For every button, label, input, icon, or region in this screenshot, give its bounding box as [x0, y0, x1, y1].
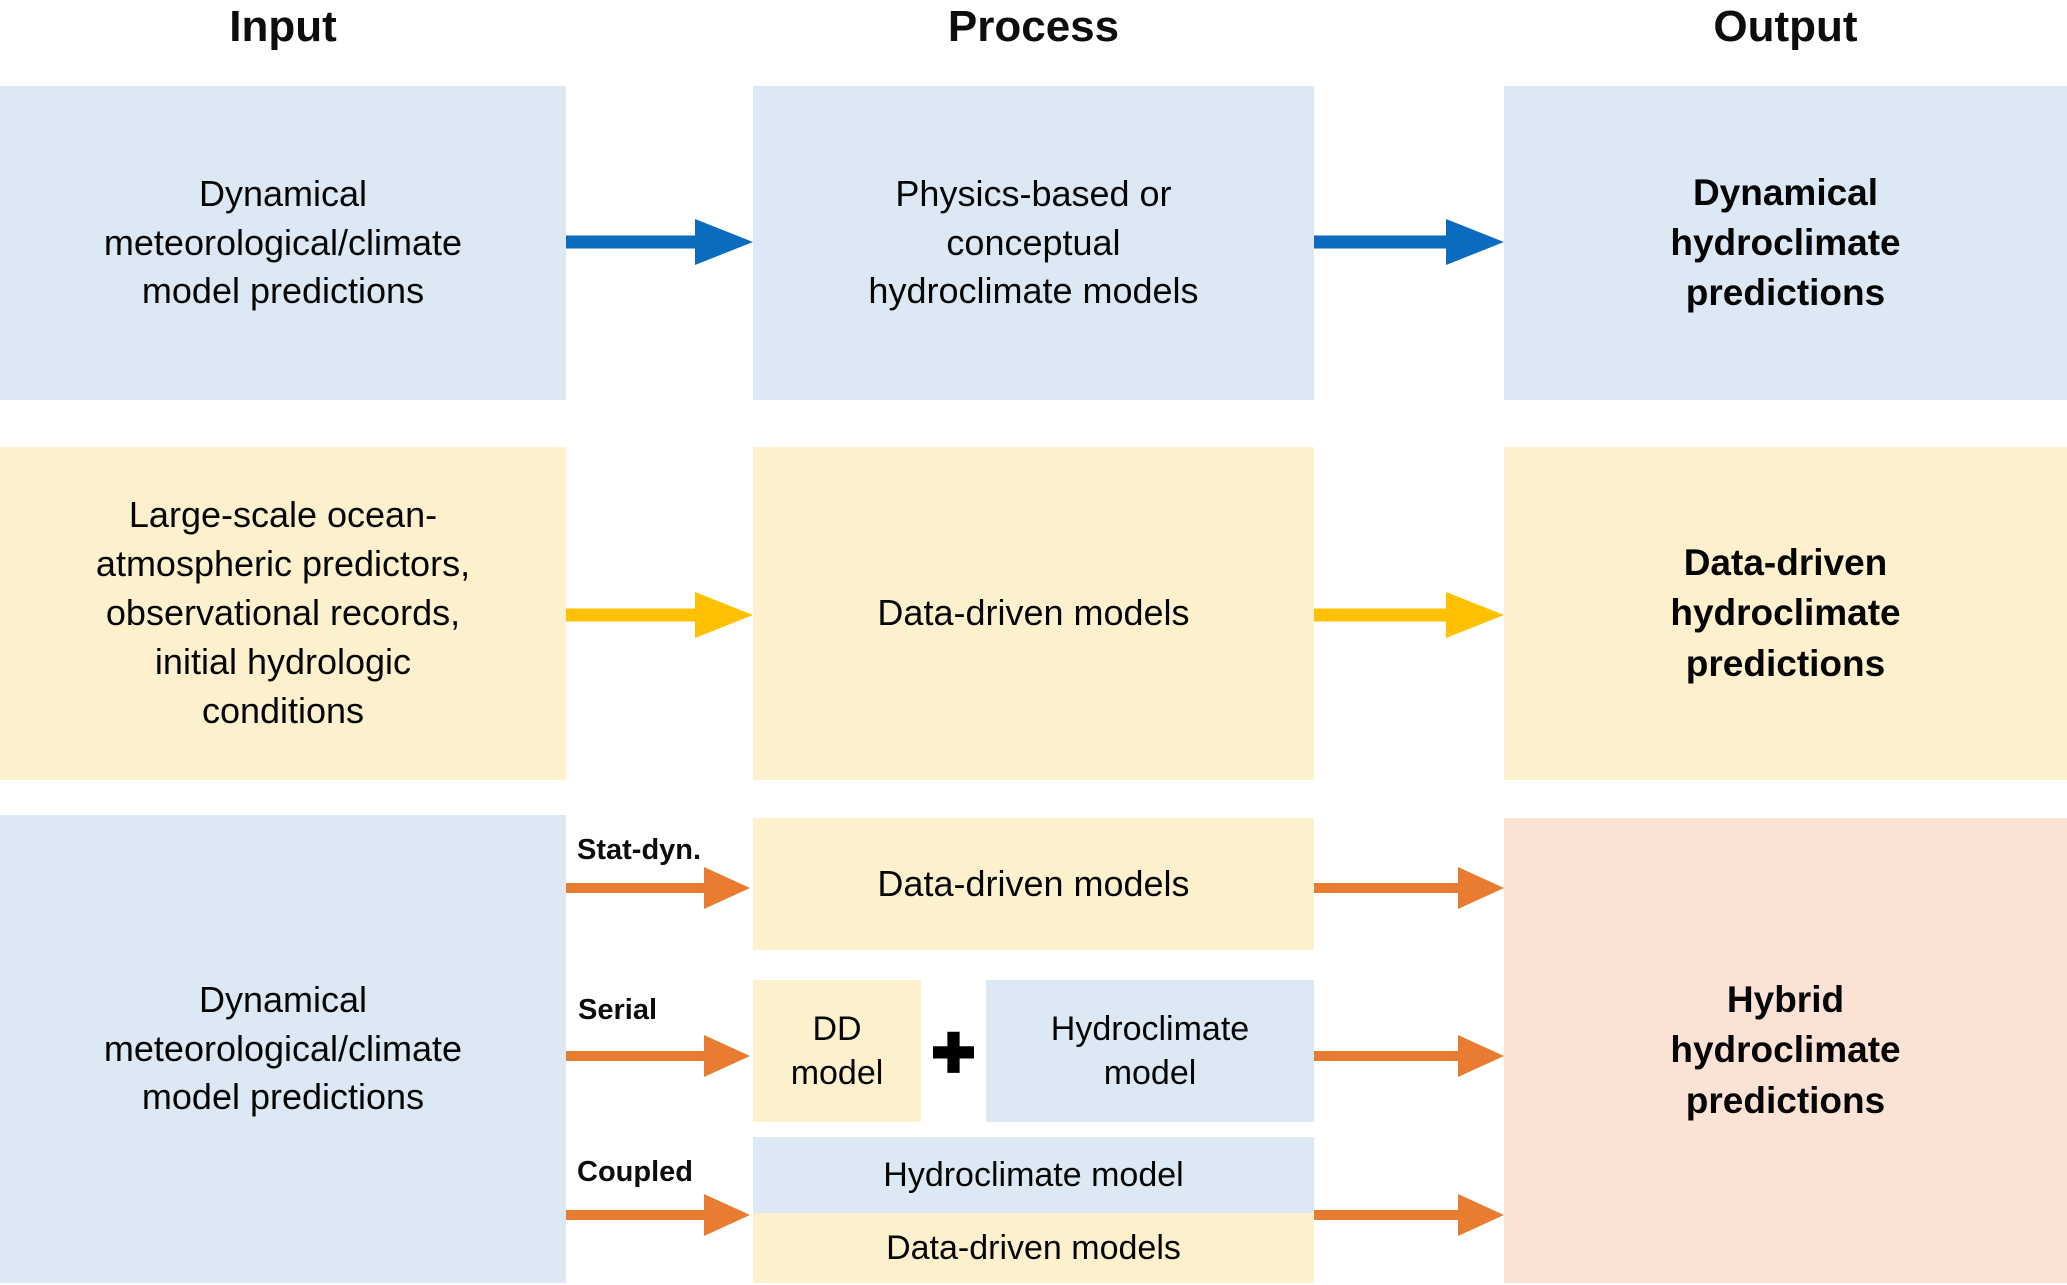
column-header-process: Process: [947, 2, 1120, 51]
data-driven-output-box: Data-driven hydroclimate predictions: [1504, 447, 2067, 780]
column-header-output: Output: [1713, 2, 1858, 51]
arrow-shaft: [1314, 235, 1450, 249]
data-driven-process-text: Data-driven models: [877, 592, 1190, 634]
data-driven-process-box: Data-driven models: [753, 447, 1314, 780]
hybrid-input-box: Dynamical meteorological/climate model p…: [0, 815, 566, 1283]
arrow-serial-input-to-process: [566, 1035, 750, 1077]
coupled-hydroclimate-model-text: Hydroclimate model: [883, 1155, 1184, 1194]
dynamical-process-text: Physics-based or conceptual hydroclimate…: [868, 172, 1199, 312]
arrow-shaft: [566, 1210, 708, 1220]
arrow-shaft: [1314, 1210, 1462, 1220]
arrow-head: [1446, 219, 1504, 265]
stat-dyn-process-text: Data-driven models: [877, 862, 1190, 904]
data-driven-output-text: Data-driven hydroclimate predictions: [1670, 542, 1901, 684]
arrow-shaft: [566, 883, 708, 893]
arrow-head: [704, 867, 750, 909]
arrow-head: [1446, 592, 1504, 638]
hybrid-input-text: Dynamical meteorological/climate model p…: [103, 978, 463, 1118]
hybrid-output-box: Hybrid hydroclimate predictions: [1504, 818, 2067, 1283]
arrow-head: [704, 1035, 750, 1077]
stat-dyn-process-box: Data-driven models: [753, 818, 1314, 950]
coupled-hydroclimate-model-box: Hydroclimate model: [753, 1137, 1314, 1213]
data-driven-input-text: Large-scale ocean- atmospheric predictor…: [95, 494, 471, 731]
branch-label-serial: Serial: [578, 994, 657, 1026]
data-driven-input-box: Large-scale ocean- atmospheric predictor…: [0, 447, 566, 780]
plus-icon: ✚: [930, 1023, 977, 1084]
arrow-coupled-process-to-output: [1314, 1194, 1504, 1236]
arrow-data-driven-process-to-output: [1314, 592, 1504, 638]
dynamical-input-text: Dynamical meteorological/climate model p…: [103, 172, 463, 312]
serial-dd-model-text: DD model: [790, 1009, 884, 1092]
arrow-stat-dyn-input-to-process: [566, 867, 750, 909]
serial-hydroclimate-model-text: Hydroclimate model: [1050, 1009, 1250, 1092]
dynamical-process-box: Physics-based or conceptual hydroclimate…: [753, 86, 1314, 400]
arrow-shaft: [1314, 883, 1462, 893]
arrow-stat-dyn-process-to-output: [1314, 867, 1504, 909]
dynamical-output-box: Dynamical hydroclimate predictions: [1504, 86, 2067, 400]
arrow-shaft: [566, 1051, 708, 1061]
arrow-dynamical-process-to-output: [1314, 219, 1504, 265]
arrow-head: [1458, 867, 1504, 909]
dynamical-input-box: Dynamical meteorological/climate model p…: [0, 86, 566, 400]
coupled-data-driven-models-box: Data-driven models: [753, 1213, 1314, 1283]
coupled-data-driven-models-text: Data-driven models: [886, 1228, 1181, 1267]
branch-label-stat-dyn: Stat-dyn.: [577, 834, 702, 866]
column-header-input: Input: [229, 2, 337, 51]
arrow-head: [1458, 1035, 1504, 1077]
arrow-coupled-input-to-process: [566, 1194, 750, 1236]
arrow-head: [704, 1194, 750, 1236]
arrow-shaft: [1314, 608, 1450, 622]
hybrid-output-text: Hybrid hydroclimate predictions: [1670, 979, 1901, 1121]
arrow-head: [1458, 1194, 1504, 1236]
arrow-head: [695, 219, 753, 265]
arrow-dynamical-input-to-process: [566, 219, 753, 265]
arrow-serial-process-to-output: [1314, 1035, 1504, 1077]
branch-label-coupled: Coupled: [577, 1156, 693, 1188]
serial-hydroclimate-model-box: Hydroclimate model: [986, 980, 1314, 1122]
dynamical-output-text: Dynamical hydroclimate predictions: [1670, 171, 1901, 314]
arrow-head: [695, 592, 753, 638]
arrow-shaft: [566, 608, 699, 622]
arrow-shaft: [566, 235, 699, 249]
arrow-data-driven-input-to-process: [566, 592, 753, 638]
arrow-shaft: [1314, 1051, 1462, 1061]
serial-dd-model-box: DD model: [753, 980, 921, 1122]
